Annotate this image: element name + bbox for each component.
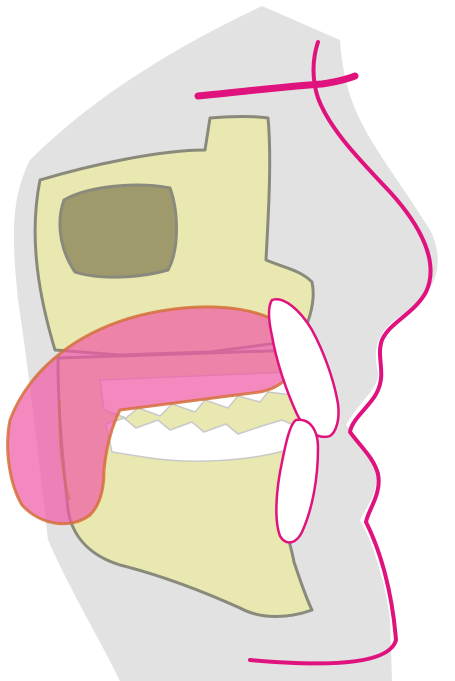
maxillary-sinus [60,185,177,277]
